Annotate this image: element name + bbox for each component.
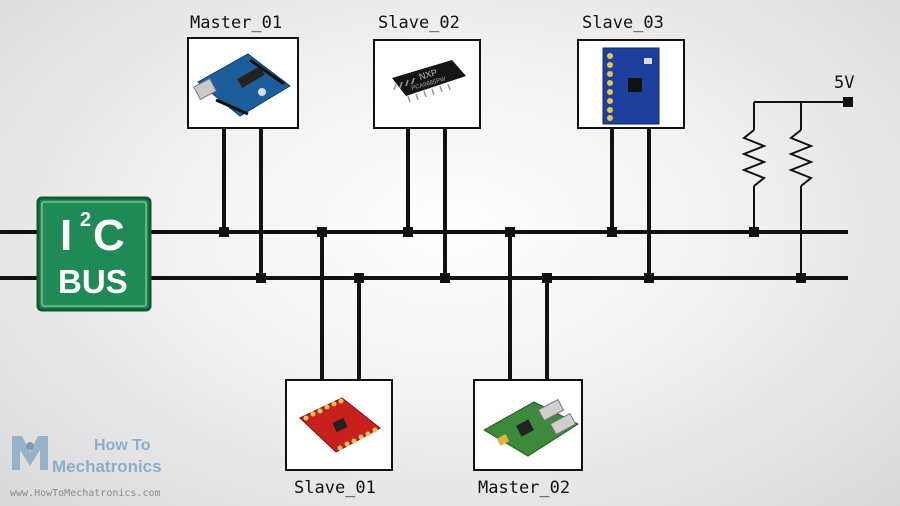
device-slave-03: Slave_03 — [577, 13, 685, 129]
nxp-chip-image: NXP PCA9685PW — [392, 60, 466, 103]
badge-c: C — [93, 211, 125, 260]
watermark-logo-icon — [12, 436, 48, 470]
badge-bus: BUS — [58, 263, 128, 300]
watermark: How To Mechatronics www.HowToMechatronic… — [10, 436, 162, 499]
watermark-url: www.HowToMechatronics.com — [10, 488, 161, 499]
supply-label: 5V — [834, 73, 854, 93]
device-label-slave-01: Slave_01 — [294, 478, 376, 498]
device-master-01: Master_01 — [187, 13, 299, 129]
watermark-line2: Mechatronics — [52, 457, 162, 476]
device-label-slave-02: Slave_02 — [378, 13, 460, 33]
device-master-02: Master_02 — [473, 379, 583, 498]
raspberry-pi-image — [482, 398, 580, 457]
pull-up-resistors — [741, 97, 853, 278]
arduino-board-image — [193, 53, 291, 117]
watermark-line1: How To — [94, 437, 151, 454]
device-slave-02: Slave_02 NXP PCA9685PW — [373, 13, 481, 129]
badge-i: I — [60, 211, 72, 260]
i2c-bus-badge: I 2 C BUS — [36, 196, 152, 312]
badge-sup: 2 — [80, 209, 91, 231]
device-slave-01: Slave_01 — [285, 379, 393, 498]
svg-text:NXP: NXP — [418, 67, 439, 82]
device-label-master-01: Master_01 — [190, 13, 282, 33]
sparkfun-breakout-image — [299, 397, 381, 453]
device-label-master-02: Master_02 — [478, 478, 570, 498]
device-label-slave-03: Slave_03 — [582, 13, 664, 33]
junction-nodes — [219, 227, 806, 283]
supply-terminal — [843, 97, 853, 107]
sensor-module-image — [602, 47, 660, 125]
